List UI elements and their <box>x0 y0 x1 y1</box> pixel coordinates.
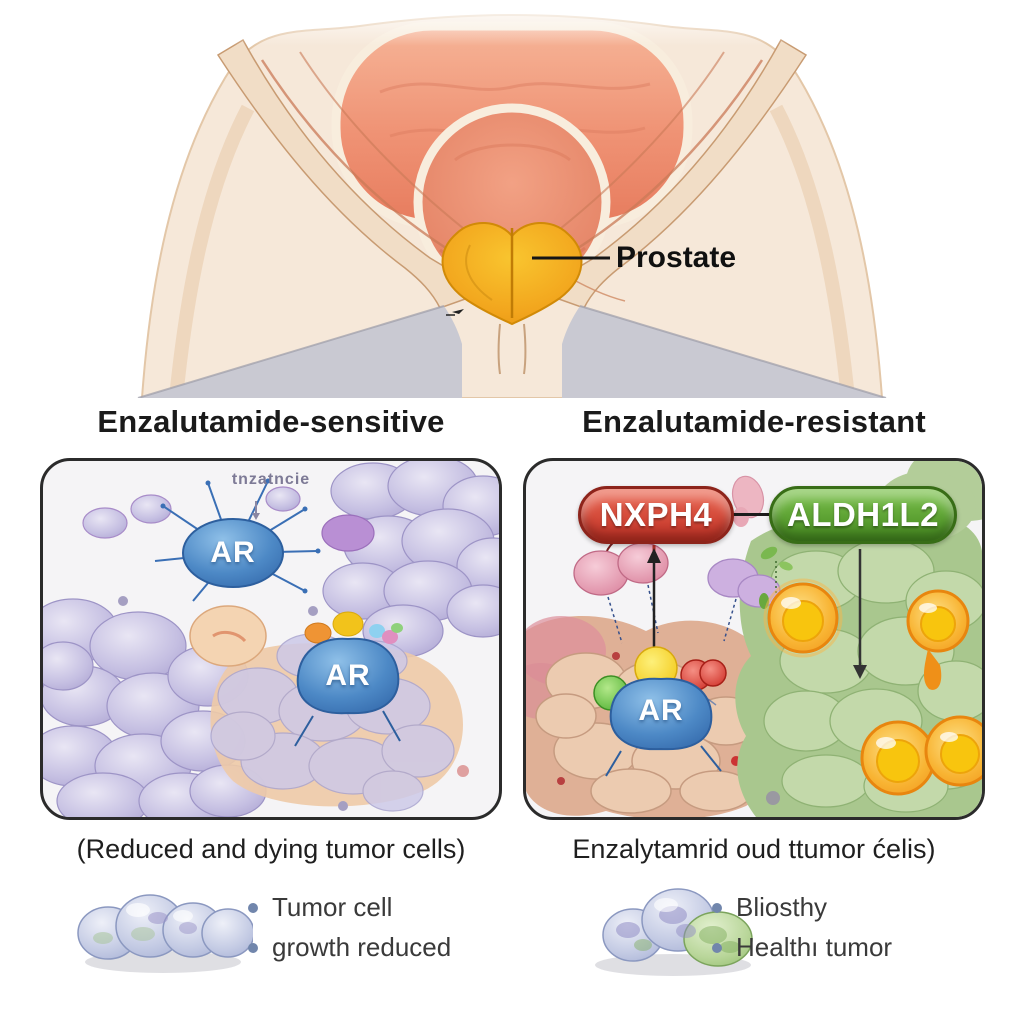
panel-resistant: NXPH4 ALDH1L2 AR <box>523 458 985 820</box>
legend-cells-resistant <box>595 888 753 976</box>
gene-badge-nxph4: NXPH4 <box>578 486 734 544</box>
bullet-label: growth reduced <box>272 932 452 962</box>
enzalutamide-garbled-label: tnzatncie <box>231 471 311 488</box>
panel-sensitive: tnzatncie AR AR <box>40 458 502 820</box>
bullet-label: Tumor cell <box>272 892 393 922</box>
bullet-icon <box>712 942 722 953</box>
bullet-icon <box>712 902 722 913</box>
ar-protein-center <box>296 637 400 715</box>
list-item: Tumor cell <box>248 892 451 923</box>
bullet-icon <box>248 942 258 953</box>
bullet-label: Bliosthy <box>736 892 828 922</box>
thigh-shadow-right <box>562 306 886 398</box>
ar-label-top: AR <box>210 536 256 569</box>
list-item: Healthı tumor <box>712 932 892 963</box>
thigh-shadow-left <box>138 306 462 398</box>
gene-badge-aldh1l2: ALDH1L2 <box>769 486 957 544</box>
heading-enzalutamide-sensitive: Enzalutamide-sensitive <box>97 404 445 439</box>
bullet-label: Healthı tumor <box>736 932 893 962</box>
list-item: growth reduced <box>248 932 451 963</box>
legend-cells-sensitive <box>77 894 253 973</box>
ar-protein-top <box>182 518 284 588</box>
ar-protein-resistant <box>609 677 713 751</box>
caption-resistant: Enzalytamrid oud ttumor ćelis) <box>572 834 936 864</box>
resistant-cells-art <box>526 461 982 817</box>
down-arrow-icon <box>252 513 260 520</box>
ar-label-center: AR <box>325 659 371 692</box>
sensitive-cells-art <box>43 461 499 817</box>
legend-list-sensitive: Tumor cell growth reduced <box>248 892 451 963</box>
up-arrowhead-icon <box>647 548 661 563</box>
orange-resistant-cells <box>763 578 982 796</box>
prostate-label: Prostate <box>616 241 737 274</box>
list-item: Bliosthy <box>712 892 892 923</box>
tumor-cell-cluster-topright <box>322 461 499 658</box>
heading-enzalutamide-resistant: Enzalutamide-resistant <box>582 404 926 439</box>
tumor-cell-cluster-left <box>43 598 267 817</box>
down-arrowhead-icon <box>853 665 867 679</box>
gene-link-line <box>721 513 776 516</box>
pelvic-anatomy-illustration <box>0 0 1024 398</box>
caption-sensitive: (Reduced and dying tumor cells) <box>76 834 466 864</box>
bullet-icon <box>248 902 258 913</box>
legend-list-resistant: Bliosthy Healthı tumor <box>712 892 892 963</box>
ar-label-resistant: AR <box>638 694 684 727</box>
